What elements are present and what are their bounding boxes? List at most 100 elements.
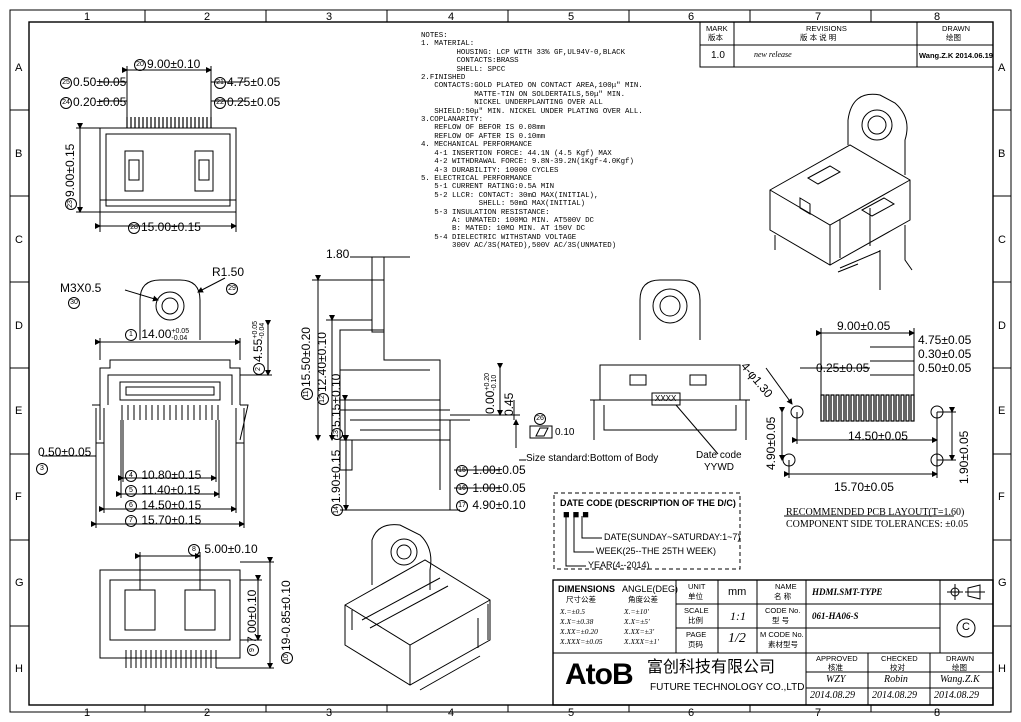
zone-row-b-right: B <box>998 148 1006 160</box>
company-name-cn: 富创科技有限公司 <box>647 659 776 676</box>
tb-unit-label: UNIT <box>688 582 706 591</box>
zone-row-g: G <box>15 577 24 589</box>
zone-row-e: E <box>15 405 23 417</box>
marking-xxxx: XXXX <box>655 394 677 403</box>
tb-code-label: CODE No. <box>765 606 801 615</box>
note-line: SHELL: 50mΩ MAX(INITIAL) <box>421 200 586 209</box>
note-line: 3.COPLANARITY: <box>421 116 484 125</box>
pcb-dim-15-70: 15.70±0.05 <box>834 480 894 494</box>
dim-2: 24.55+0.05-0.04 <box>251 321 266 375</box>
rev-drawn-label: DRAWN <box>942 24 971 33</box>
note-line: 4-3 DURABILITY: 10000 CYCLES <box>421 166 559 175</box>
dim-13: 135.15±0.10 <box>329 374 343 440</box>
zone-col-2-bottom: 2 <box>204 707 211 719</box>
zone-col-2: 2 <box>204 11 211 23</box>
zone-row-d-right: D <box>998 320 1006 332</box>
thread-ref: 30 <box>68 296 81 309</box>
tb-unit-value: mm <box>728 586 747 598</box>
copyright-icon: C <box>962 621 970 633</box>
pcb-dim-9-00: 9.00±0.05 <box>837 319 891 333</box>
tb-ang-xxxx: X.XXX=±1' <box>624 637 659 646</box>
pcb-dim-4-90: 4.90±0.05 <box>764 416 778 470</box>
zone-row-d: D <box>15 320 23 332</box>
tb-ang-x: X.=±10' <box>624 607 649 616</box>
tb-checked-cn: 校对 <box>890 663 905 672</box>
note-line: 4. MECHANICAL PERFORMANCE <box>421 141 532 150</box>
note-line: A: UNMATED: 100MΩ MIN. AT500V DC <box>421 216 594 225</box>
note-line: 300V AC/3S(MATED),500V AC/3S(UNMATED) <box>421 242 617 251</box>
zone-col-4-bottom: 4 <box>448 707 455 719</box>
dim-16: 16 1.00±0.05 <box>456 482 526 495</box>
tb-page-value: 1/2 <box>728 631 746 646</box>
tb-tol-xxx: X.XX=±0.20 <box>560 627 598 636</box>
dim-3-text: 0.50±0.05 <box>38 445 92 459</box>
tb-scale-label: SCALE <box>684 606 709 615</box>
dim-14: 141.90±0.15 <box>329 450 343 516</box>
note-line: SHIELD:50μ" MIN. NICKEL UNDER PLATING OV… <box>421 107 643 116</box>
zone-row-a-right: A <box>998 62 1006 74</box>
tb-code-cn: 型 号 <box>772 616 790 625</box>
dim-23: 239.00±0.15 <box>63 144 77 210</box>
zone-col-3-bottom: 3 <box>326 707 333 719</box>
tb-tol-xx: X.X=±0.38 <box>560 617 594 626</box>
tb-dimensions-cn: 尺寸公差 <box>566 595 596 604</box>
note-line: MATTE-TIN ON SOLDERTAILS,50μ" MIN. <box>421 90 626 99</box>
note-line: NICKEL UNDERPLANTING OVER ALL <box>421 99 603 108</box>
pcb-dim-0-25: 0.25±0.05 <box>816 361 870 375</box>
tb-unit-cn: 单位 <box>688 592 703 601</box>
note-line: REFLOW OF AFTER IS 0.10mm <box>421 132 546 141</box>
rev-drawn-label-cn: 绘图 <box>946 33 961 42</box>
rev-row-drawn: Wang.Z.K 2014.06.19 <box>919 51 993 60</box>
note-line: CONTACTS:BRASS <box>421 57 519 66</box>
zone-col-1-bottom: 1 <box>84 707 91 719</box>
tb-mcode-cn: 素材型号 <box>768 640 798 649</box>
note-line: REFLOW OF BEFOR IS 0.08mm <box>421 124 546 133</box>
company-name-en: FUTURE TECHNOLOGY CO.,LTD <box>650 682 805 693</box>
dim-15: 15 1.00±0.05 <box>456 464 526 477</box>
note-line: 5-1 CURRENT RATING:0.5A MIN <box>421 183 555 192</box>
tb-drawn-date: 2014.08.29 <box>934 690 979 701</box>
tb-ang-xxx: X.XX=±3' <box>624 627 655 636</box>
dim-1: 1 14.00+0.05-0.04 <box>125 328 189 342</box>
rev-revisions-label: REVISIONS <box>806 24 847 33</box>
zone-row-b: B <box>15 148 23 160</box>
tb-approved-label: APPROVED <box>816 654 858 663</box>
date-code-label: Date code <box>696 450 742 461</box>
dim-8: 8 5.00±0.10 <box>188 543 258 556</box>
tb-page-label: PAGE <box>686 630 707 639</box>
zone-col-3: 3 <box>326 11 333 23</box>
radius-callout: R1.50 <box>212 265 245 279</box>
note-line: 4-1 INSERTION FORCE: 44.1N (4.5 Kgf) MAX <box>421 149 612 158</box>
note-line: 5-2 LLCR: CONTACT: 30mΩ MAX(INITIAL), <box>421 191 599 200</box>
zone-col-6-bottom: 6 <box>688 707 695 719</box>
dim-7: 7 15.70±0.15 <box>125 514 201 527</box>
tb-approved-by: WZY <box>826 674 846 685</box>
zone-row-c-right: C <box>998 234 1006 246</box>
zone-col-6: 6 <box>688 11 695 23</box>
zone-row-e-right: E <box>998 405 1006 417</box>
zone-col-5: 5 <box>568 11 575 23</box>
tb-tol-xxxx: X.XXX=±0.05 <box>560 637 603 646</box>
zone-row-h-right: H <box>998 663 1006 675</box>
note-line: NOTES: <box>421 32 448 40</box>
dim-5: 5 11.40±0.15 <box>125 484 200 497</box>
tb-drawn-label: DRAWN <box>946 654 975 663</box>
pcb-title: RECOMMENDED PCB LAYOUT(T=1.60) <box>786 507 965 518</box>
tb-checked-by: Robin <box>884 674 908 685</box>
note-line: 2.FINISHED <box>421 74 466 83</box>
note-line: 1. MATERIAL: <box>421 40 475 49</box>
zone-col-8-bottom: 8 <box>934 707 941 719</box>
note-line: SHELL: SPCC <box>421 65 506 74</box>
note-line: 5-3 INSULATION RESISTANCE: <box>421 208 550 217</box>
note-line: HOUSING: LCP WITH 33% GF,UL94V-0,BLACK <box>421 48 626 57</box>
zone-col-8: 8 <box>934 11 941 23</box>
zone-row-c: C <box>15 234 23 246</box>
pcb-dim-0-30: 0.30±0.05 <box>918 347 972 361</box>
note-line: 5-4 DIELECTRIC WITHSTAND VOLTAGE <box>421 233 577 242</box>
date-code-line2: WEEK(25--THE 25TH WEEK) <box>596 546 717 556</box>
